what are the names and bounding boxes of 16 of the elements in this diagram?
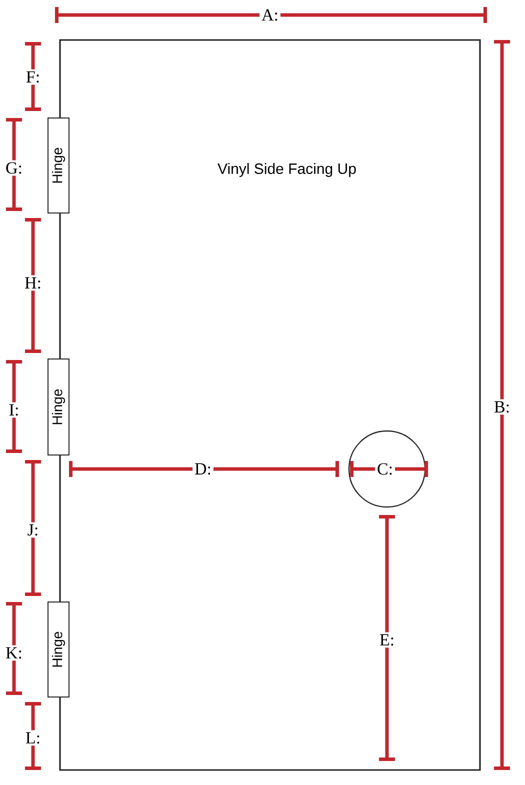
dimension-label: C: — [374, 461, 396, 477]
hole-circle — [348, 430, 426, 508]
dimension-label: G: — [4, 160, 24, 176]
dimension-label: K: — [4, 645, 24, 661]
dimension-label: J: — [25, 522, 41, 538]
dimension-label: B: — [492, 399, 512, 415]
dimension-label: L: — [23, 730, 43, 746]
dimension-label: D: — [192, 461, 214, 477]
dimension-label: E: — [377, 632, 397, 648]
dimension-label: F: — [24, 69, 42, 85]
dimension-label: H: — [22, 275, 44, 291]
hinge-box: Hinge — [48, 118, 70, 214]
hinge-box: Hinge — [48, 602, 70, 698]
dimension-label: A: — [260, 7, 280, 23]
hinge-box: Hinge — [48, 358, 70, 456]
dimension-label: I: — [6, 402, 22, 418]
